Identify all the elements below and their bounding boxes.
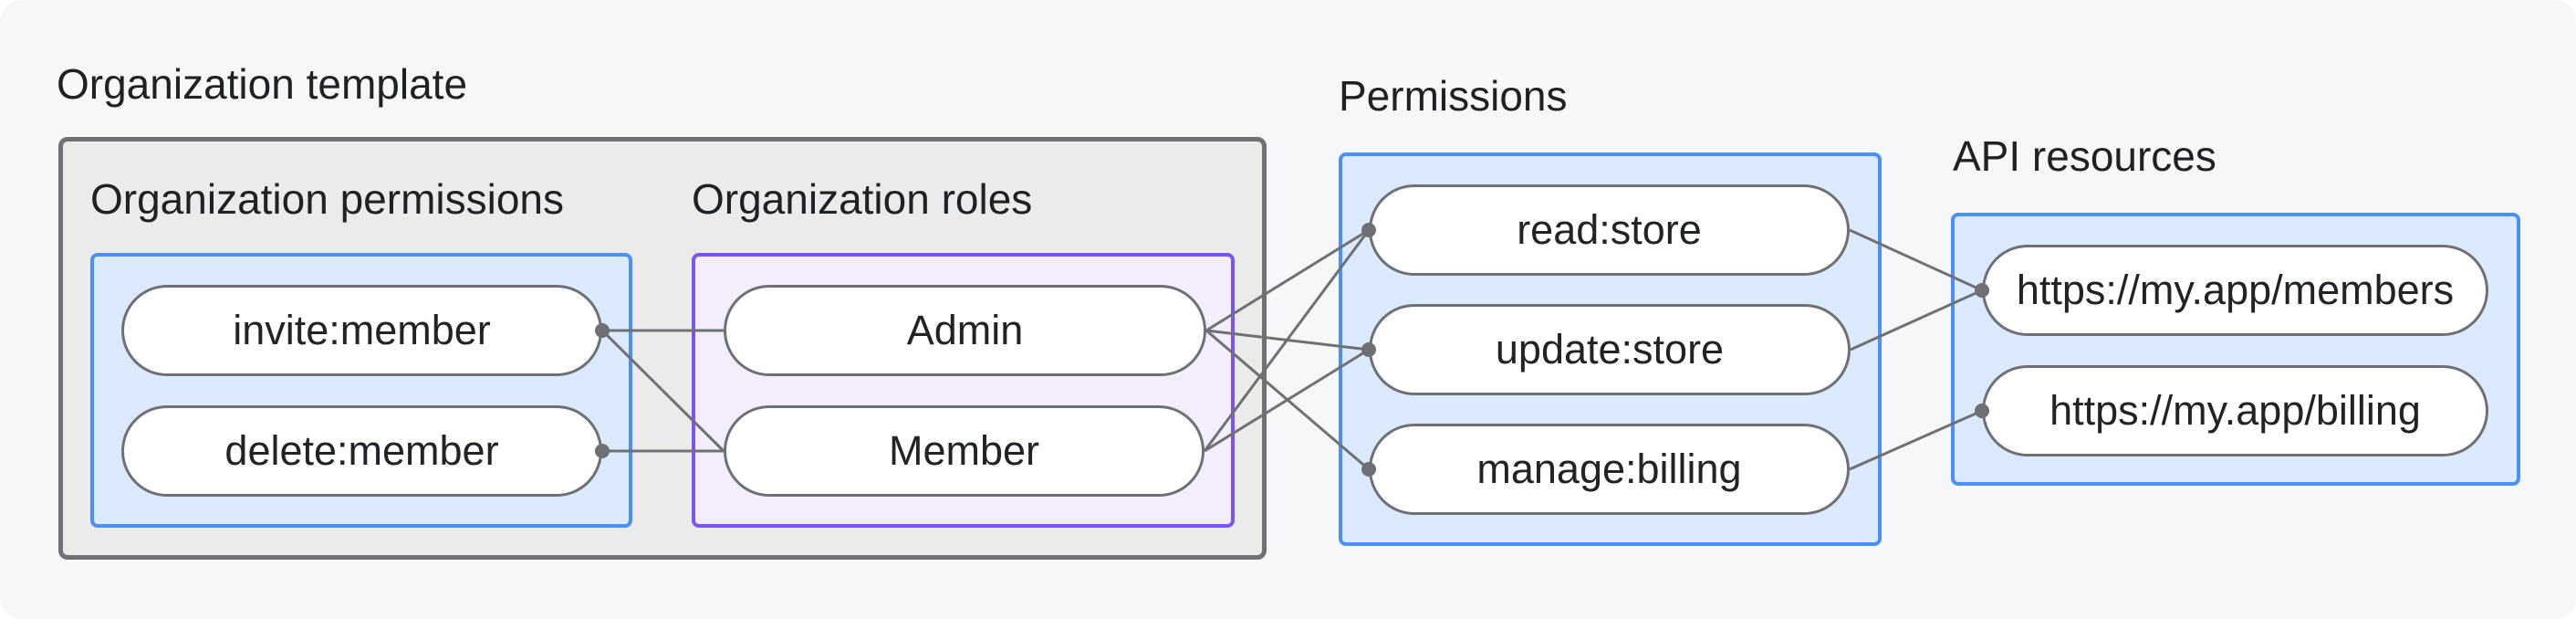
node-delete-member: delete:member — [121, 405, 602, 497]
node-admin-role: Admin — [724, 285, 1206, 376]
node-member-role: Member — [724, 405, 1205, 497]
node-api-billing-url: https://my.app/billing — [1982, 365, 2488, 456]
org-permissions-title: Organization permissions — [90, 175, 565, 223]
node-manage-billing: manage:billing — [1369, 424, 1850, 515]
permissions-title: Permissions — [1339, 72, 1568, 120]
node-update-store: update:store — [1369, 304, 1851, 395]
node-read-store: read:store — [1369, 184, 1850, 276]
org-roles-title: Organization roles — [692, 175, 1033, 223]
org-template-label: Organization template — [57, 60, 468, 108]
node-invite-member: invite:member — [121, 285, 602, 376]
node-api-members-url: https://my.app/members — [1982, 245, 2488, 336]
api-resources-title: API resources — [1953, 132, 2216, 180]
